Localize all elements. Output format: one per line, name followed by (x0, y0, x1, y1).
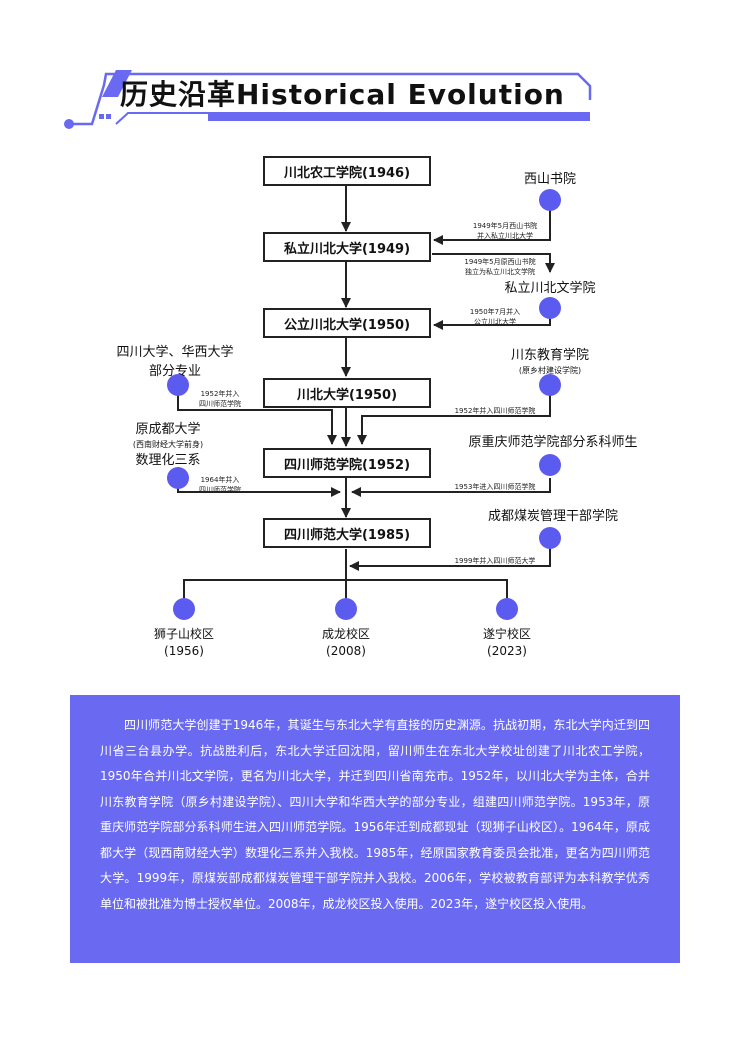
page-title: 历史沿革Historical Evolution (120, 78, 565, 111)
note-1952-left-line2: 四川师范学院 (199, 400, 241, 408)
campus-chenglong-name: 成龙校区 (321, 627, 370, 641)
campus-chenglong: 成龙校区 (2008) (301, 626, 391, 660)
node-coal (539, 527, 561, 549)
label-sichuan-huaxi-line1: 四川大学、华西大学 (116, 345, 234, 360)
note-1950: 1950年7月并入 公立川北大学 (455, 307, 535, 327)
campus-shizishan-year: (1956) (164, 644, 204, 658)
label-xishan: 西山书院 (523, 172, 576, 187)
note-1952-left-line1: 1952年并入 (200, 390, 240, 398)
box-sichuan-normal-univ: 四川师范大学(1985) (263, 518, 431, 548)
node-campus-shizishan (173, 598, 195, 620)
box-private-chuanbei: 私立川北大学(1949) (263, 232, 431, 262)
note-1949-merge-line2: 并入私立川北大学 (477, 232, 533, 240)
campus-suining: 遂宁校区 (2023) (462, 626, 552, 660)
note-1999: 1999年并入四川师范大学 (454, 557, 536, 565)
label-chengdu-univ-sub: (西南财经大学前身) (132, 440, 204, 449)
node-private-arts (539, 297, 561, 319)
history-description: 四川师范大学创建于1946年，其诞生与东北大学有直接的历史渊源。抗战初期，东北大… (70, 695, 680, 963)
label-chengdu-univ-line1: 原成都大学 (135, 422, 201, 437)
label-chengdu-univ: 原成都大学 (西南财经大学前身) 数理化三系 (108, 420, 228, 470)
label-chongqing: 原重庆师范学院部分系科师生 (468, 435, 638, 450)
box-public-chuanbei: 公立川北大学(1950) (263, 308, 431, 338)
note-1949-merge: 1949年5月西山书院 并入私立川北大学 (450, 221, 560, 241)
box-sichuan-teachers-college: 四川师范学院(1952) (263, 448, 431, 478)
label-chuandong-sub: (原乡村建设学院) (518, 366, 582, 375)
node-chengdu-univ (167, 467, 189, 489)
node-sichuan-huaxi (167, 374, 189, 396)
label-sichuan-huaxi-line2: 部分专业 (148, 364, 201, 379)
note-1949-split: 1949年5月原西山书院 独立为私立川北文学院 (445, 257, 555, 277)
header-frame (64, 70, 592, 129)
node-campus-suining (496, 598, 518, 620)
note-1953: 1953年进入四川师范学院 (454, 483, 536, 491)
node-xishan (539, 189, 561, 211)
node-chuandong (539, 374, 561, 396)
note-1964: 1964年并入 四川师范学院 (180, 475, 260, 495)
note-1949-split-line1: 1949年5月原西山书院 (464, 258, 536, 266)
note-1950-line1: 1950年7月并入 (469, 308, 521, 316)
label-chengdu-univ-line2: 数理化三系 (135, 453, 201, 468)
node-chongqing (539, 454, 561, 476)
campus-suining-name: 遂宁校区 (482, 627, 531, 641)
label-sichuan-huaxi: 四川大学、华西大学 部分专业 (100, 343, 250, 381)
note-1952-left: 1952年并入 四川师范学院 (180, 389, 260, 409)
label-chuandong: 川东教育学院 (原乡村建设学院) (490, 346, 610, 377)
note-1964-line1: 1964年并入 (200, 476, 240, 484)
label-private-arts: 私立川北文学院 (504, 281, 596, 296)
campus-chenglong-year: (2008) (326, 644, 366, 658)
note-1950-line2: 公立川北大学 (474, 318, 516, 326)
box-chuanbei-agri: 川北农工学院(1946) (263, 156, 431, 186)
label-coal: 成都煤炭管理干部学院 (487, 509, 618, 524)
campus-shizishan-name: 狮子山校区 (153, 627, 214, 641)
box-chuanbei-univ: 川北大学(1950) (263, 378, 431, 408)
campus-suining-year: (2023) (487, 644, 527, 658)
label-chuandong-name: 川东教育学院 (510, 348, 589, 363)
campus-shizishan: 狮子山校区 (1956) (139, 626, 229, 660)
note-1964-line2: 四川师范学院 (199, 486, 241, 494)
note-1949-merge-line1: 1949年5月西山书院 (472, 222, 538, 230)
note-1949-split-line2: 独立为私立川北文学院 (465, 268, 535, 276)
node-campus-chenglong (335, 598, 357, 620)
note-1952-right: 1952年并入四川师范学院 (454, 407, 536, 415)
